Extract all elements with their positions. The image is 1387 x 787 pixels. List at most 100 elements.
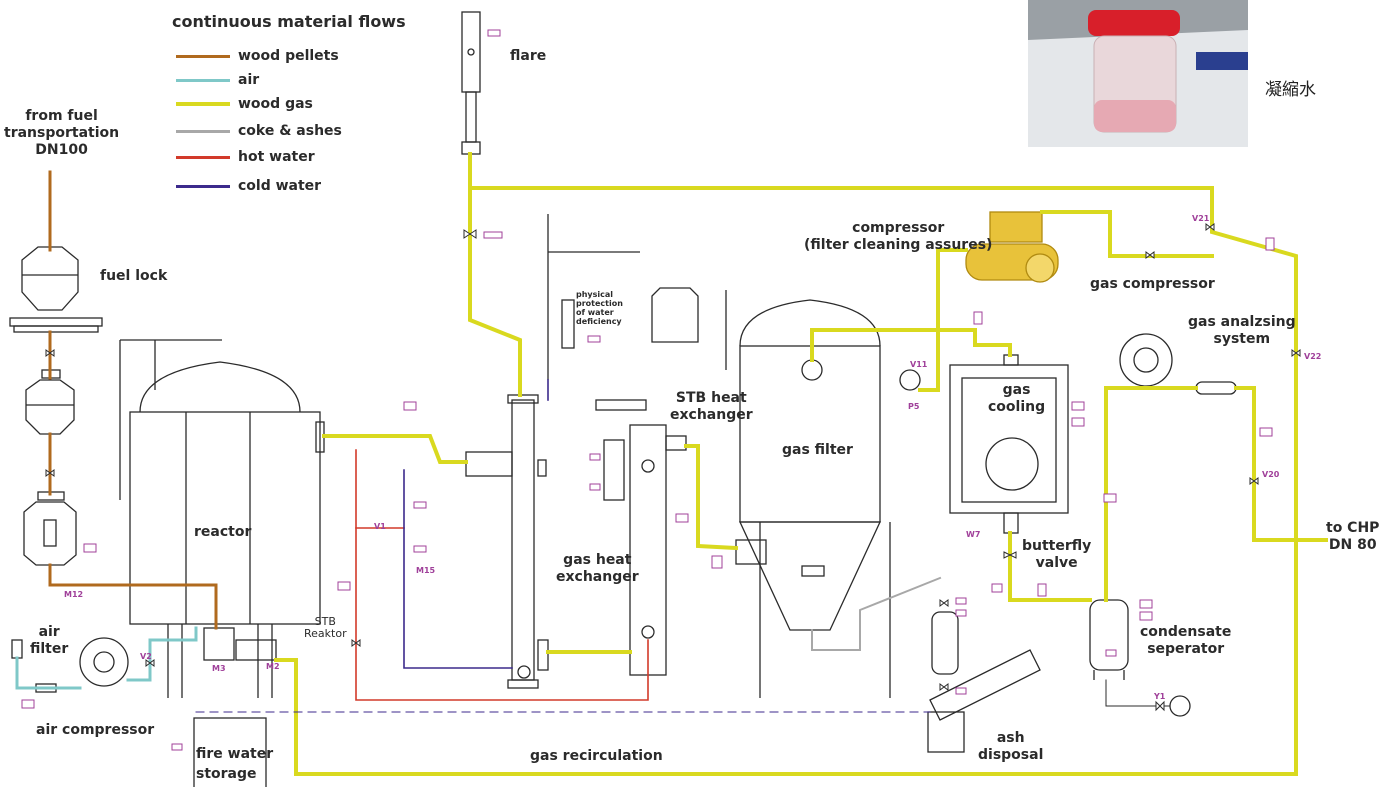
legend-label: wood gas	[238, 96, 313, 112]
valve-symbol	[145, 659, 155, 667]
compressor-label: compressor (filter cleaning assures)	[804, 220, 993, 253]
legend-label: hot water	[238, 149, 315, 165]
instrument-tags	[21, 29, 1275, 751]
condensate-separator-label: condensate seperator	[1140, 624, 1232, 657]
wood-gas-line	[810, 328, 1012, 362]
tag-w7: W7	[966, 530, 981, 539]
stb-reaktor-label: STB Reaktor	[304, 615, 347, 640]
gas-cooling-label: gas cooling	[988, 382, 1046, 415]
hot-water-line	[355, 449, 649, 701]
ash-disposal-unit	[927, 611, 1041, 753]
legend-swatch	[176, 102, 230, 106]
tag-v22: V22	[1304, 352, 1322, 361]
to-chp-label: to CHP DN 80	[1326, 520, 1380, 553]
wood-gas-line	[468, 152, 522, 397]
valve-symbol	[1249, 477, 1259, 485]
gas-filter-label: gas filter	[782, 442, 853, 458]
air-filter-label: air filter	[30, 624, 69, 657]
air-filter-compressor	[11, 637, 129, 693]
butterfly-valve-label: butterfly valve	[1022, 538, 1092, 571]
stb-heat-exchanger	[595, 399, 687, 676]
condensate-separator-vessel	[1089, 599, 1191, 717]
legend-swatch	[176, 129, 230, 133]
tag-v21: V21	[1192, 214, 1210, 223]
tag-v20: V20	[1262, 470, 1280, 479]
tag-m2: M2	[266, 662, 280, 671]
tag-p5: P5	[908, 402, 920, 411]
valve-symbol	[939, 683, 949, 691]
tag-m3: M3	[212, 664, 226, 673]
legend-item-wood-gas: wood gas	[176, 94, 313, 114]
legend-title: continuous material flows	[172, 12, 406, 31]
legend-label: wood pellets	[238, 48, 339, 64]
from-fuel-label: from fuel transportation DN100	[4, 108, 120, 158]
valve-symbol	[1205, 223, 1215, 231]
air-compressor-label: air compressor	[36, 722, 155, 738]
legend-swatch	[176, 78, 230, 82]
condensate-jar-image	[1028, 0, 1248, 147]
wood-gas-line	[1040, 210, 1214, 258]
cold-water-line	[403, 469, 513, 669]
air-line	[15, 656, 82, 690]
coke-ashes-line	[811, 576, 942, 651]
gas-analysing-label: gas analzsing system	[1188, 314, 1296, 347]
wood-gas-line	[1104, 386, 1198, 602]
flare-stack	[461, 11, 481, 155]
valve-symbol	[1291, 349, 1301, 357]
valve-symbol	[1145, 251, 1155, 259]
gas-filter-vessel	[725, 290, 921, 698]
filter-cleaning-compressor	[965, 211, 1059, 283]
legend-item-air: air	[176, 70, 259, 90]
physical-protection-label: physical protection of water deficiency	[576, 290, 623, 326]
wood-gas-line	[468, 186, 1298, 542]
valve-symbol	[45, 469, 55, 477]
valve-symbol	[351, 639, 361, 647]
wood-gas-line	[274, 538, 1298, 776]
tag-m12: M12	[64, 590, 84, 599]
legend-item-cold-water: cold water	[176, 176, 321, 196]
condensate-cn-label: 凝縮水	[1265, 80, 1316, 100]
valve-symbol	[463, 229, 477, 239]
legend-swatch	[176, 54, 230, 58]
valve-symbol	[1155, 700, 1165, 712]
wood-pellets-line	[48, 563, 218, 630]
condensate-sample-photo	[1028, 0, 1248, 147]
tag-m15: M15	[416, 566, 436, 575]
wood-gas-line	[322, 434, 468, 464]
wood-gas-line	[684, 444, 739, 551]
tag-v2: V2	[140, 652, 152, 661]
fuel-lock-label: fuel lock	[100, 268, 168, 284]
legend-label: air	[238, 72, 260, 88]
flare-label: flare	[510, 48, 547, 64]
valve-symbol	[939, 599, 949, 607]
gas-heat-exchanger	[465, 394, 549, 689]
tag-v11: V11	[910, 360, 928, 369]
tag-y1: Y1	[1154, 692, 1166, 701]
fire-water-tank	[193, 717, 267, 787]
tag-v1: V1	[374, 522, 386, 531]
reactor-vessel	[119, 339, 325, 698]
legend-item-coke-ashes: coke & ashes	[176, 121, 342, 141]
cold-water-line	[1105, 679, 1171, 707]
wood-gas-line	[918, 248, 968, 392]
water-protection-vessel	[547, 214, 699, 380]
wood-gas-line	[1234, 386, 1328, 542]
stb-heat-exchanger-label: STB heat exchanger	[670, 390, 753, 423]
legend-item-hot-water: hot water	[176, 147, 315, 167]
gas-recirculation-label: gas recirculation	[530, 748, 663, 764]
gas-compressor-label: gas compressor	[1090, 276, 1215, 292]
legend-label: cold water	[238, 178, 322, 194]
gas-heat-exchanger-label: gas heat exchanger	[556, 552, 639, 585]
ash-disposal-label: ash disposal	[978, 730, 1044, 763]
valve-symbol	[1003, 551, 1017, 559]
reactor-label: reactor	[194, 524, 252, 540]
legend-label: coke & ashes	[238, 123, 342, 139]
valve-symbol	[45, 349, 55, 357]
fuel-lock-hopper	[9, 246, 103, 566]
legend-item-wood-pellets: wood pellets	[176, 46, 339, 66]
fire-water-label: fire water storage	[196, 746, 274, 782]
legend-swatch	[176, 184, 230, 188]
air-line	[126, 626, 198, 682]
legend-swatch	[176, 155, 230, 159]
